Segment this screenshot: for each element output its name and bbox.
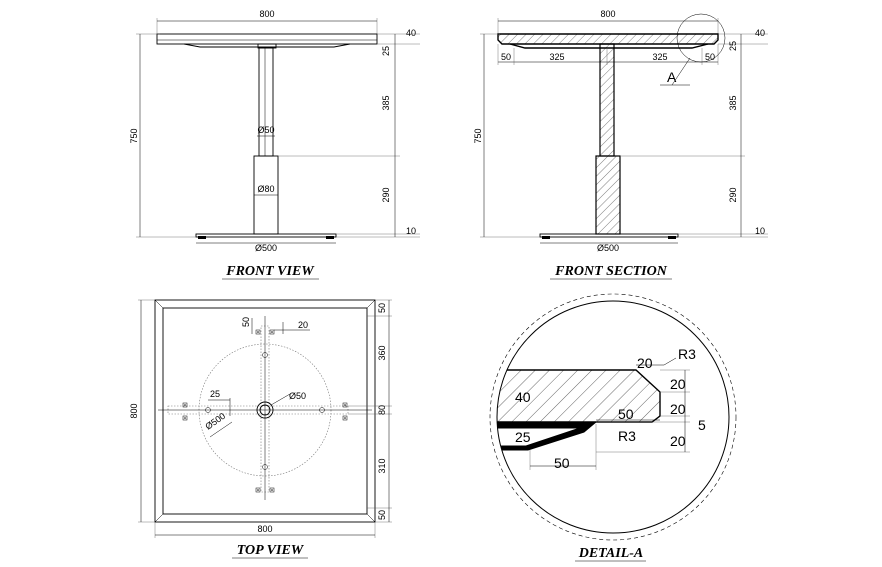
top-view-height-dim: 800 <box>129 403 139 418</box>
detail-a-40-dim: 40 <box>515 389 531 405</box>
front-section-lower-tube <box>595 155 621 235</box>
front-section-title: FRONT SECTION <box>554 264 668 279</box>
top-view-310-dim: 310 <box>377 458 387 473</box>
front-view: 800 Ø50 Ø80 Ø500 750 40 25 <box>129 9 420 280</box>
front-view-title: FRONT VIEW <box>225 264 315 279</box>
top-view-50-left-dim: 50 <box>241 317 251 327</box>
front-view-25-dim: 25 <box>381 46 391 56</box>
detail-a-title: DETAIL-A <box>578 546 644 561</box>
top-view: 50 20 25 Ø50 Ø500 800 800 50 360 <box>129 299 392 559</box>
front-section-tabletop <box>497 33 719 45</box>
front-view-upper-tube <box>258 47 274 157</box>
front-section-width-dim: 800 <box>600 9 615 19</box>
detail-a-r3-bottom-dim: R3 <box>618 428 636 444</box>
front-view-290-dim: 290 <box>381 187 391 202</box>
front-section-325-right-dim: 325 <box>652 52 667 62</box>
top-view-80-dim: 80 <box>377 405 387 415</box>
top-view-50-top-dim: 50 <box>377 303 387 313</box>
detail-a-support <box>497 421 598 451</box>
front-view-top-dim: 40 <box>406 28 416 38</box>
front-section-325-left-dim: 325 <box>549 52 564 62</box>
detail-a-5-dim: 5 <box>698 417 706 433</box>
front-section-top-dim: 40 <box>755 28 765 38</box>
detail-a-r3-top-dim: R3 <box>678 346 696 362</box>
detail-a: 20 R3 40 20 20 5 20 50 R3 25 50 DETAIL-A <box>489 293 737 562</box>
top-view-tube-dim: Ø50 <box>289 391 306 401</box>
top-view-tube-inner <box>259 404 271 416</box>
front-section-50-left-dim: 50 <box>501 52 511 62</box>
front-view-base-plate <box>195 233 337 238</box>
top-view-inner-frame <box>162 307 368 515</box>
front-section-25-dim: 25 <box>728 41 738 51</box>
front-view-height-dim: 750 <box>129 128 139 143</box>
detail-a-20-c-dim: 20 <box>670 433 686 449</box>
detail-a-50-mid-dim: 50 <box>618 406 634 422</box>
front-section-10-dim: 10 <box>755 226 765 236</box>
top-view-25-dim: 25 <box>210 389 220 399</box>
top-view-base-dim: Ø500 <box>203 411 227 432</box>
detail-a-20-b-dim: 20 <box>670 401 686 417</box>
top-view-title: TOP VIEW <box>237 543 305 558</box>
front-view-width-dim: 800 <box>259 9 274 19</box>
front-section-detail-circle <box>676 13 726 63</box>
front-view-10-dim: 10 <box>406 226 416 236</box>
front-view-tube-large-dim: Ø80 <box>257 184 274 194</box>
front-section-height-dim: 750 <box>473 128 483 143</box>
front-view-base-dim: Ø500 <box>255 243 277 253</box>
front-section-385-dim: 385 <box>728 95 738 110</box>
front-view-tabletop <box>156 33 378 45</box>
top-view-50-bottom-dim: 50 <box>377 510 387 520</box>
top-view-20-dim: 20 <box>298 320 308 330</box>
front-section-base-plate <box>539 233 679 238</box>
top-view-width-dim: 800 <box>257 524 272 534</box>
front-section-detail-label: A <box>667 69 677 85</box>
front-section: 800 Ø500 50 325 325 50 A 750 <box>473 9 768 280</box>
detail-a-20-a-dim: 20 <box>670 376 686 392</box>
front-section-base-dim: Ø500 <box>597 243 619 253</box>
detail-a-20-top-dim: 20 <box>637 355 653 371</box>
detail-a-50-bottom-dim: 50 <box>554 455 570 471</box>
detail-a-25-dim: 25 <box>515 429 531 445</box>
front-view-tube-small-dim: Ø50 <box>257 125 274 135</box>
top-view-tube-outer <box>256 401 274 419</box>
front-section-50-right-dim: 50 <box>705 52 715 62</box>
front-view-385-dim: 385 <box>381 95 391 110</box>
detail-a-outer-circle <box>489 293 737 541</box>
top-view-360-dim: 360 <box>377 345 387 360</box>
front-section-290-dim: 290 <box>728 187 738 202</box>
top-view-outer-frame <box>154 299 376 523</box>
